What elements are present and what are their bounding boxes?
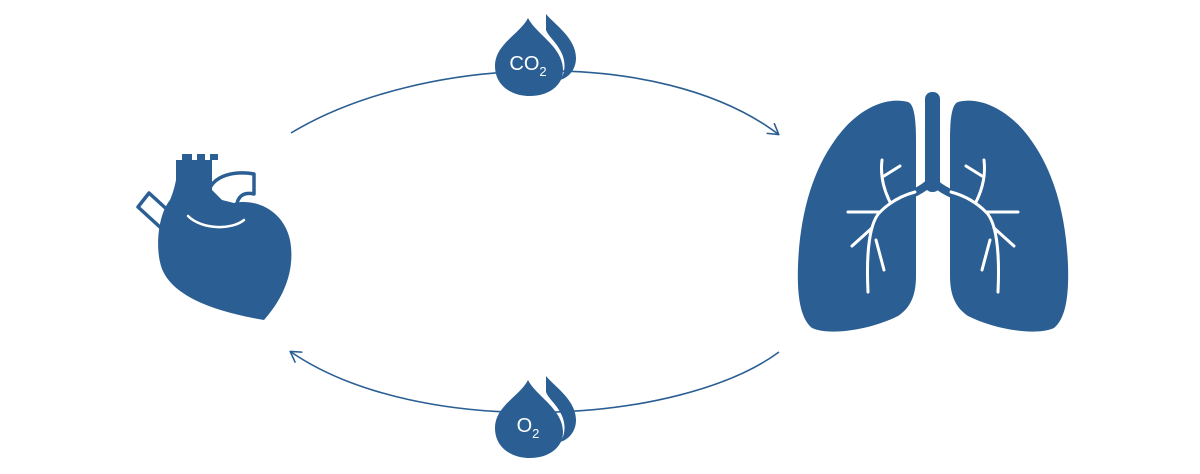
heart-icon: [136, 154, 292, 320]
lungs-icon: [797, 92, 1069, 332]
o2-label: O2: [517, 415, 540, 441]
co2-label: CO2: [509, 53, 546, 79]
co2-droplet: CO2: [495, 14, 576, 96]
droplet-icon: [495, 376, 576, 458]
droplet-icon: [495, 14, 576, 96]
o2-droplet: O2: [495, 376, 576, 458]
